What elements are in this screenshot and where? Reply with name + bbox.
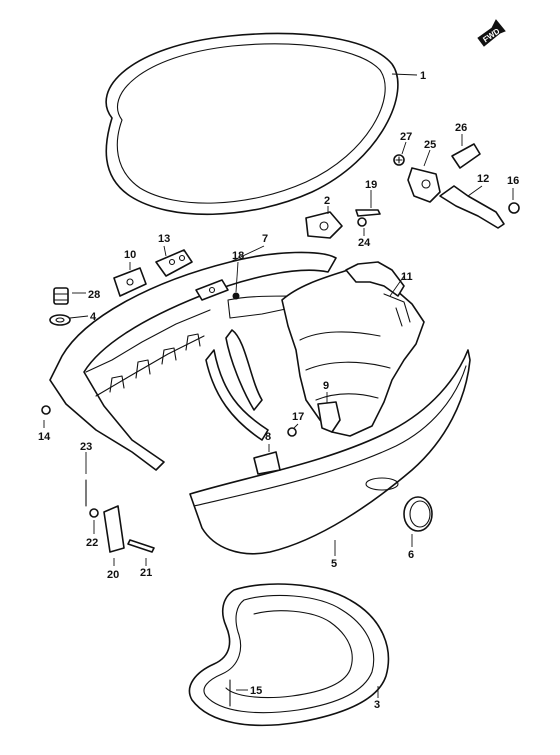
part-bracket-13[interactable]: [155, 249, 193, 277]
callout-10: 10: [124, 249, 136, 261]
part-base-seal-3[interactable]: [188, 583, 390, 727]
leader-lines: [43, 73, 514, 698]
callout-22: 22: [86, 537, 98, 549]
part-washer-22[interactable]: [89, 508, 99, 518]
part-bolt-14[interactable]: [41, 405, 51, 415]
part-grommet-26[interactable]: [451, 143, 481, 169]
callout-8: 8: [265, 431, 271, 443]
part-washer-24[interactable]: [357, 217, 367, 227]
part-pad-10[interactable]: [113, 267, 147, 297]
callout-20: 20: [107, 569, 119, 581]
part-grommet-28[interactable]: [53, 287, 69, 305]
callout-23: 23: [80, 441, 92, 453]
part-lever-12[interactable]: [439, 185, 505, 229]
part-pin-19[interactable]: [355, 209, 381, 217]
callout-6: 6: [408, 549, 414, 561]
part-clip-9[interactable]: [317, 401, 341, 433]
callout-14: 14: [38, 431, 51, 443]
part-seal-ring[interactable]: [105, 32, 399, 216]
part-holder-8[interactable]: [253, 451, 281, 475]
callout-25: 25: [424, 139, 436, 151]
callout-3: 3: [374, 699, 380, 711]
callout-19: 19: [365, 179, 377, 191]
callout-13: 13: [158, 233, 170, 245]
callout-26: 26: [455, 122, 467, 134]
part-plug-6[interactable]: [403, 496, 433, 532]
part-screw-18[interactable]: [232, 292, 240, 300]
callout-7: 7: [262, 233, 268, 245]
callout-1: 1: [420, 70, 426, 82]
part-cover-right-half[interactable]: [281, 261, 425, 437]
part-washer-4[interactable]: [49, 314, 71, 326]
callout-27: 27: [400, 131, 412, 143]
part-pad-2[interactable]: [305, 211, 343, 239]
part-bracket-25[interactable]: [407, 167, 441, 203]
callout-4: 4: [90, 311, 97, 323]
callout-11: 11: [401, 271, 413, 283]
part-bolt-21[interactable]: [127, 539, 155, 553]
part-lower-cowling-5[interactable]: [189, 349, 471, 555]
part-slot-pad: [195, 279, 229, 301]
forward-arrow-badge: FWD: [477, 19, 506, 47]
callout-9: 9: [323, 380, 329, 392]
callout-12: 12: [477, 173, 489, 185]
callout-21: 21: [140, 567, 152, 579]
callout-28: 28: [88, 289, 100, 301]
part-screw-17[interactable]: [287, 427, 297, 437]
part-bolt-16[interactable]: [508, 202, 520, 214]
part-bolt-27[interactable]: [393, 154, 405, 166]
callout-15: 15: [250, 685, 262, 697]
callout-labels: 1 2 3 4 5 6 7 8 9 10 11 12 13 14 15 16 1…: [38, 70, 519, 711]
callout-16: 16: [507, 175, 519, 187]
callout-18: 18: [232, 250, 244, 262]
part-lower-cover-main[interactable]: [49, 251, 337, 471]
part-lever-20[interactable]: [103, 505, 125, 553]
callout-24: 24: [358, 237, 371, 249]
callout-17: 17: [292, 411, 304, 423]
callout-2: 2: [324, 195, 330, 207]
callout-5: 5: [331, 558, 337, 570]
